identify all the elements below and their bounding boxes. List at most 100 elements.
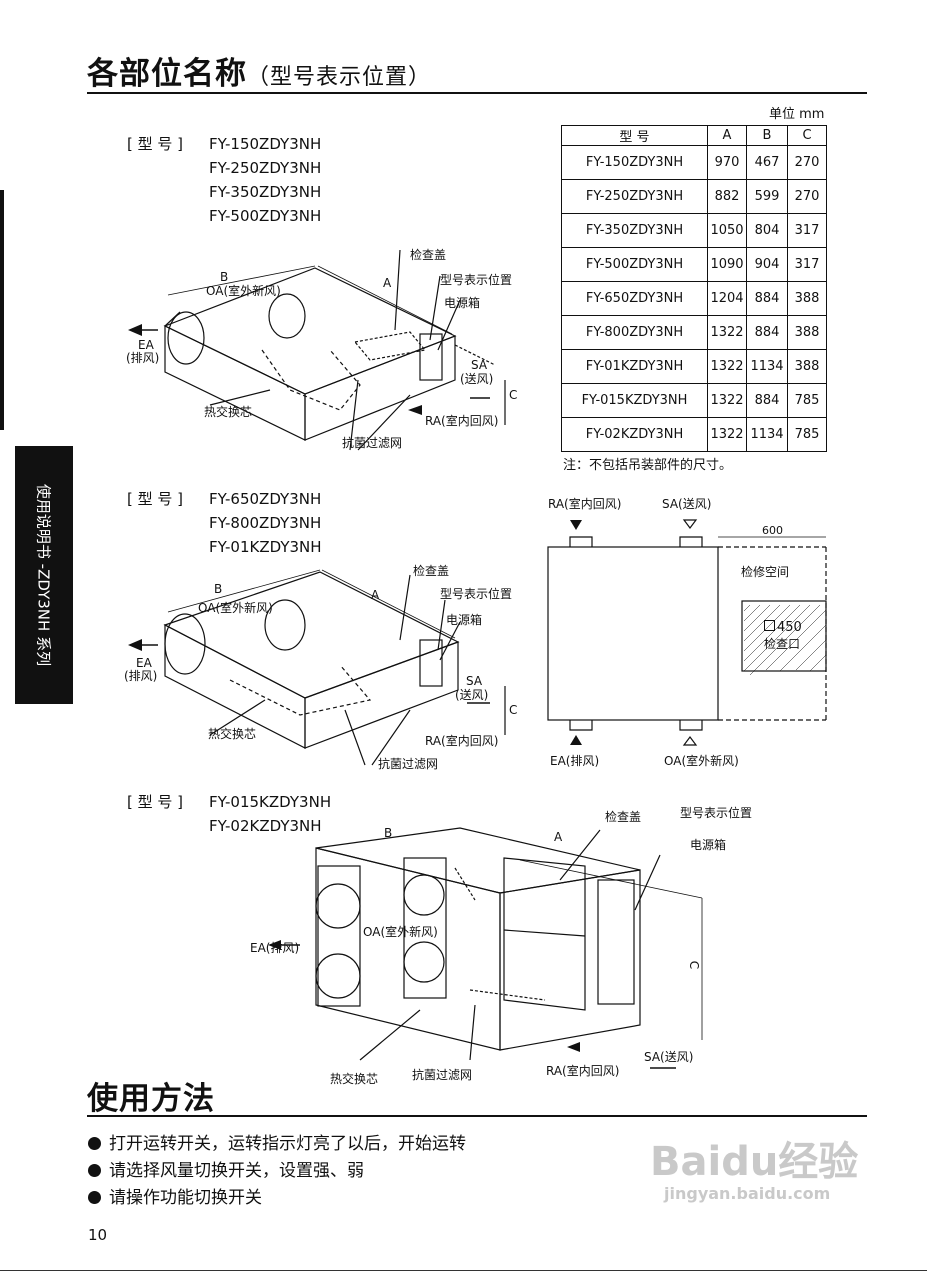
usage-item-2: 请选择风量切换开关，设置强、弱 (88, 1161, 364, 1181)
model-pos-label-2: 型号表示位置 (440, 587, 513, 601)
ea-sub-label-1: (排风) (126, 351, 160, 365)
inspect-cover-label-1: 检查盖 (410, 248, 447, 262)
dim-c-1: C (509, 388, 518, 402)
ra-label-2: RA(室内回风) (425, 734, 499, 748)
group2-prefix: [ 型 号 ] (127, 490, 184, 508)
plan-ra-label: RA(室内回风) (548, 497, 622, 511)
dimension-cell: 1322 (707, 383, 747, 418)
group1-model-2: FY-250ZDY3NH (209, 159, 322, 177)
plan-ea-label: EA(排风) (550, 754, 600, 768)
bottom-edge (0, 1270, 927, 1271)
heat-core-label-1: 热交换芯 (204, 405, 253, 419)
unit-diagram-2 (163, 569, 506, 766)
table-note: 注：不包括吊装部件的尺寸。 (563, 458, 733, 473)
plan-view (547, 536, 827, 731)
sa-sub-label-2: (送风) (455, 688, 489, 702)
dimension-cell: 785 (787, 417, 827, 452)
oa-label-1: OA(室外新风) (206, 284, 281, 298)
group3-model-1: FY-015KZDY3NH (209, 793, 332, 811)
ea-label-1: EA (138, 338, 154, 352)
dimension-cell: 1134 (746, 417, 788, 452)
model-cell: FY-500ZDY3NH (561, 247, 708, 282)
dimension-cell: 388 (787, 349, 827, 384)
bullet-icon (88, 1164, 101, 1177)
group2-model-2: FY-800ZDY3NH (209, 514, 322, 532)
title-rule (87, 92, 867, 94)
watermark-url: jingyan.baidu.com (664, 1184, 831, 1203)
unit-diagram-3 (315, 827, 703, 1061)
inspection-port-label: 检查口 (764, 637, 801, 651)
sa-label-3: SA(送风) (644, 1050, 694, 1064)
filter-label-3: 抗菌过滤网 (412, 1068, 473, 1082)
dim-c-3: C (687, 960, 702, 970)
dim-c-2: C (509, 703, 518, 717)
dimension-cell: 970 (707, 145, 747, 180)
dimension-cell: 785 (787, 383, 827, 418)
ra-label-1: RA(室内回风) (425, 414, 499, 428)
dimension-cell: 804 (746, 213, 788, 248)
port-size-label: 450 (764, 620, 802, 635)
ea-label-3: EA(排风) (250, 941, 300, 955)
dimension-cell: 882 (707, 179, 747, 214)
dimension-cell: 388 (787, 315, 827, 350)
group2-model-3: FY-01KZDY3NH (209, 538, 322, 556)
usage-item-1: 打开运转开关，运转指示灯亮了以后，开始运转 (88, 1134, 466, 1154)
group1-prefix: [ 型 号 ] (127, 135, 184, 153)
dimension-cell: 1204 (707, 281, 747, 316)
usage-title: 使用方法 (87, 1081, 215, 1117)
dimension-cell: 270 (787, 179, 827, 214)
power-box-label-3: 电源箱 (690, 838, 727, 852)
table-header-row: 型 号 A B C (561, 125, 827, 146)
dim-a-2: A (371, 588, 380, 602)
oa-label-2: OA(室外新风) (198, 601, 273, 615)
watermark-logo: Baidu经验 (650, 1139, 859, 1185)
dimension-cell: 1134 (746, 349, 788, 384)
group3-model-2: FY-02KZDY3NH (209, 817, 322, 835)
dimension-cell: 884 (746, 315, 788, 350)
filter-label-1: 抗菌过滤网 (342, 436, 403, 450)
power-box-label-1: 电源箱 (444, 296, 481, 310)
model-cell: FY-02KZDY3NH (561, 417, 708, 452)
oa-label-3: OA(室外新风) (363, 925, 438, 939)
bullet-icon (88, 1191, 101, 1204)
group1-model-3: FY-350ZDY3NH (209, 183, 322, 201)
unit-diagram-1 (163, 249, 506, 451)
usage-rule (87, 1115, 867, 1117)
group2-model-1: FY-650ZDY3NH (209, 490, 322, 508)
dimension-cell: 904 (746, 247, 788, 282)
unit-label: 单位 mm (769, 107, 825, 122)
model-cell: FY-800ZDY3NH (561, 315, 708, 350)
sa-label-1: SA (471, 358, 488, 372)
dimension-cell: 599 (746, 179, 788, 214)
model-cell: FY-150ZDY3NH (561, 145, 708, 180)
dim-a-1: A (383, 276, 392, 290)
model-pos-label-1: 型号表示位置 (440, 273, 513, 287)
sa-label-2: SA (466, 674, 483, 688)
group1-model-4: FY-500ZDY3NH (209, 207, 322, 225)
binding-edge (0, 190, 4, 430)
plan-sa-label: SA(送风) (662, 497, 712, 511)
inspect-cover-label-2: 检查盖 (413, 564, 450, 578)
heat-core-label-3: 热交换芯 (330, 1072, 379, 1086)
heat-core-label-2: 热交换芯 (208, 727, 257, 741)
dimension-cell: 317 (787, 213, 827, 248)
dim-b-3: B (384, 826, 393, 840)
filter-label-2: 抗菌过滤网 (378, 757, 439, 771)
dimension-cell: 1322 (707, 349, 747, 384)
plan-dim-label: 600 (762, 524, 783, 537)
dim-a-3: A (554, 830, 563, 844)
flow-arrows (138, 329, 676, 1069)
ra-label-3: RA(室内回风) (546, 1064, 620, 1078)
dim-b-2: B (214, 582, 223, 596)
group1-model-1: FY-150ZDY3NH (209, 135, 322, 153)
ea-label-2: EA (136, 656, 152, 670)
service-space-label: 检修空间 (741, 565, 790, 579)
inspect-cover-label-3: 检查盖 (605, 810, 642, 824)
dimension-cell: 884 (746, 383, 788, 418)
